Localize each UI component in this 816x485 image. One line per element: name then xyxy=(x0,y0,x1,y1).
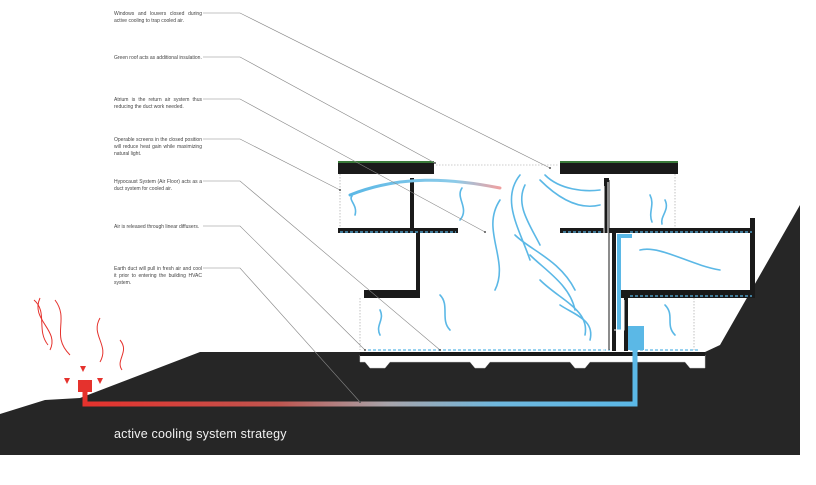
earth-duct xyxy=(78,180,644,407)
cool-air-streams xyxy=(348,174,721,341)
note-diffusers: Air is released through linear diffusers… xyxy=(114,224,200,230)
note-windows-louvers: Windows and louvers closed during active… xyxy=(114,11,202,24)
structure xyxy=(338,161,755,356)
note-green-roof: Green roof acts as additional insulation… xyxy=(114,55,202,61)
note-hypocaust: Hypocaust System (Air Floor) acts as a d… xyxy=(114,179,202,192)
leader-lines xyxy=(203,12,551,403)
note-earth-duct: Earth duct will pull in fresh air and co… xyxy=(114,266,202,286)
note-atrium: Atrium is the return air system thus red… xyxy=(114,97,202,110)
hot-air-plumes xyxy=(33,297,125,371)
leader-dots xyxy=(339,162,551,403)
hypocaust-floors xyxy=(340,231,752,351)
note-operable-screens: Operable screens in the closed position … xyxy=(114,137,202,157)
ground-mass xyxy=(0,205,800,455)
operable-screens xyxy=(339,164,695,350)
hot-air-arrows xyxy=(64,366,103,384)
diagram-caption: active cooling system strategy xyxy=(114,427,287,441)
